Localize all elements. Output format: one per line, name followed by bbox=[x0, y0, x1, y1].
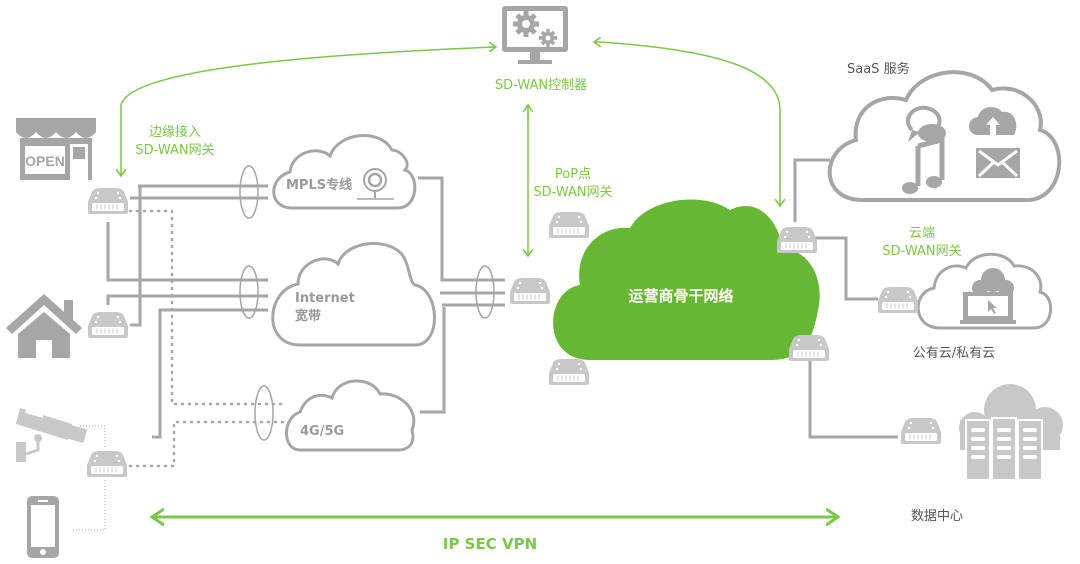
datacenter-icon bbox=[959, 384, 1063, 481]
edge-gateway-label: 边缘接入 SD-WAN网关 bbox=[135, 124, 214, 160]
backbone-label: 运营商骨干网络 bbox=[628, 287, 734, 305]
pop-router-entry bbox=[509, 277, 551, 305]
pop-router-top bbox=[548, 211, 590, 239]
store-open-icon: OPEN bbox=[16, 118, 96, 180]
mail-icon bbox=[976, 148, 1020, 178]
cellular-label: 4G/5G bbox=[300, 424, 345, 439]
internet-bundle-ring bbox=[239, 265, 259, 319]
controller-label: SD-WAN控制器 bbox=[494, 78, 588, 93]
pop-gateway-label: PoP点 SD-WAN网关 bbox=[533, 166, 612, 202]
device-dotted-links bbox=[72, 425, 106, 531]
cloud-gateway-label: 云端 SD-WAN网关 bbox=[882, 225, 961, 261]
pop-router-bottom bbox=[548, 358, 590, 386]
cellular-cloud bbox=[285, 379, 416, 452]
phone-icon bbox=[27, 496, 59, 558]
house-icon bbox=[6, 294, 82, 358]
saas-label: SaaS 服务 bbox=[847, 62, 910, 77]
cloud-gateway-line2: SD-WAN网关 bbox=[882, 244, 962, 259]
transport-to-pop-wiring bbox=[418, 176, 505, 414]
cloud-label: 公有云/私有云 bbox=[912, 346, 996, 361]
mpls-bundle-ring bbox=[239, 165, 259, 219]
mpls-label: MPLS专线 bbox=[286, 178, 353, 193]
cloud-router-top bbox=[776, 226, 818, 254]
backbone-cloud bbox=[553, 199, 820, 360]
branch-wiring bbox=[106, 184, 268, 439]
controller-to-cloud-arrow bbox=[599, 41, 780, 205]
gear-icon bbox=[513, 11, 539, 37]
controller-to-edge-arrow bbox=[121, 46, 496, 175]
iot-router bbox=[86, 450, 128, 478]
internet-line1: Internet bbox=[295, 291, 355, 306]
laptop-cloud-icon bbox=[960, 268, 1016, 324]
pop-gateway-line2: SD-WAN网关 bbox=[533, 185, 613, 200]
globe-refresh-icon bbox=[357, 168, 394, 200]
camera-icon bbox=[16, 408, 88, 462]
edge-gateway-line1: 边缘接入 bbox=[148, 125, 201, 140]
store-router bbox=[87, 187, 129, 215]
datacenter-label: 数据中心 bbox=[910, 509, 964, 524]
internet-line2: 宽带 bbox=[295, 309, 322, 324]
datacenter-router bbox=[900, 417, 942, 445]
mpls-cloud bbox=[272, 134, 417, 210]
ipsec-vpn-label: IP SEC VPN bbox=[442, 535, 538, 553]
chat-bubble-icon bbox=[906, 105, 946, 142]
cloud-router-bottom bbox=[788, 334, 830, 362]
cloud-gateway-line1: 云端 bbox=[908, 226, 935, 241]
music-note-icon bbox=[902, 136, 945, 194]
home-router bbox=[87, 311, 129, 339]
pop-bundle-ring bbox=[475, 265, 495, 319]
pop-gateway-line1: PoP点 bbox=[554, 167, 592, 182]
internet-cloud bbox=[271, 242, 436, 347]
gear-small-icon bbox=[539, 29, 557, 47]
controller-monitor-icon bbox=[502, 6, 568, 64]
cellular-bundle-ring bbox=[254, 385, 274, 441]
cloud-side-wiring bbox=[793, 158, 898, 439]
public-cloud-router bbox=[877, 286, 919, 314]
edge-gateway-line2: SD-WAN网关 bbox=[135, 143, 215, 158]
cloud-upload-icon bbox=[969, 107, 1017, 135]
internet-label: Internet 宽带 bbox=[295, 290, 355, 326]
dotted-wiring bbox=[128, 209, 287, 468]
store-sign: OPEN bbox=[25, 153, 65, 169]
